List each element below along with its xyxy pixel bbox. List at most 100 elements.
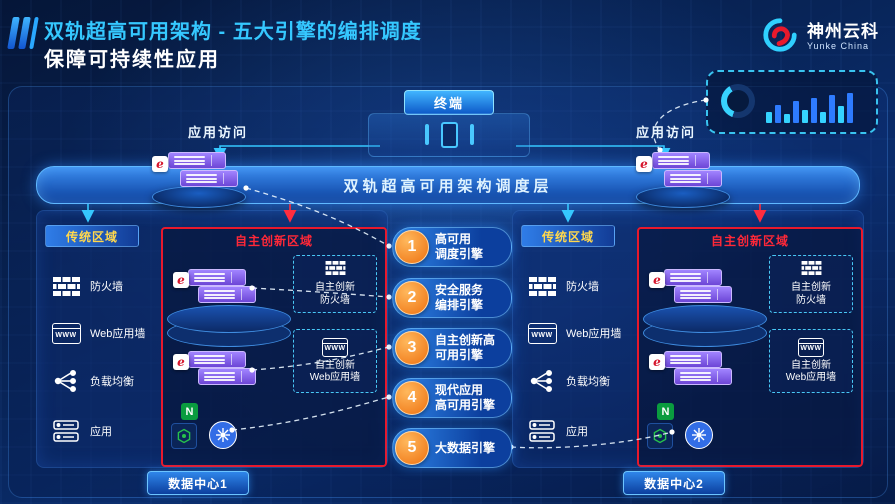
server-icon	[188, 269, 246, 286]
engine-label: 自主创新高 可用引擎	[435, 333, 496, 362]
server-icon	[664, 170, 722, 187]
zone-item-label: Web应用墙	[566, 328, 622, 340]
nginx-icon: N	[181, 403, 198, 420]
kubernetes-icon	[209, 421, 237, 449]
nginx-icon: N	[657, 403, 674, 420]
engine-4-pill: 4 现代应用 高可用引擎	[392, 378, 512, 418]
engine-label: 大数据引擎	[435, 440, 496, 455]
server-icon	[188, 351, 246, 368]
platform-disc	[636, 186, 730, 208]
platform-disc	[152, 186, 246, 208]
access-label-left: 应用访问	[188, 125, 249, 140]
server-icon	[198, 286, 256, 303]
zone-item-firewall: 防火墙	[527, 268, 599, 304]
adc-logo-badge: e	[649, 272, 665, 288]
server-icon	[664, 351, 722, 368]
innovation-box-label: 自主创新 防火墙	[791, 282, 831, 306]
zone-item-label: Web应用墙	[90, 328, 146, 340]
engine-5-pill: 5 大数据引擎	[392, 428, 512, 468]
platform-cylinder	[643, 305, 767, 347]
gauge-icon	[721, 84, 755, 118]
zone-item-waf: WWW Web应用墙	[51, 315, 145, 351]
server-icon	[674, 368, 732, 385]
brand-name: 神州云科	[807, 22, 879, 42]
innovation-server-group: e	[173, 351, 261, 393]
innovation-firewall-box: 自主创新 防火墙	[769, 255, 853, 313]
zone-item-label: 防火墙	[90, 281, 123, 293]
engine-label: 高可用 调度引擎	[435, 232, 484, 261]
phone-icon	[440, 122, 458, 148]
page-subtitle: 保障可持续性应用	[44, 49, 220, 71]
server-icon	[674, 286, 732, 303]
zone-item-label: 负载均衡	[566, 376, 610, 388]
monitor-bars	[766, 82, 866, 123]
server-icon	[198, 368, 256, 385]
brand-swirl-icon	[761, 16, 799, 59]
engine-number: 4	[395, 381, 429, 415]
adc-logo-badge: e	[173, 354, 189, 370]
traditional-zone-header: 传统区域	[521, 225, 615, 247]
engine-number: 2	[395, 281, 429, 315]
zone-item-waf: WWW Web应用墙	[527, 315, 621, 351]
innovation-waf-box: WWW 自主创新 Web应用墙	[293, 329, 377, 393]
terminal-label: 终端	[404, 90, 494, 115]
innovation-waf-box: WWW 自主创新 Web应用墙	[769, 329, 853, 393]
innovation-box-label: 自主创新 防火墙	[315, 282, 355, 306]
datacenter-2-label: 数据中心2	[623, 471, 725, 495]
brand-subname: Yunke China	[807, 40, 870, 51]
server-icon	[652, 152, 710, 169]
zone-item-loadbalancer: 负载均衡	[527, 363, 610, 399]
engine-number: 3	[395, 331, 429, 365]
datacenter-1-label: 数据中心1	[147, 471, 249, 495]
innovation-box-label: 自主创新 Web应用墙	[785, 359, 837, 384]
server-icon	[664, 269, 722, 286]
monitoring-panel	[706, 70, 878, 134]
traditional-zone-header: 传统区域	[45, 225, 139, 247]
circuit-chip-icon	[171, 423, 197, 449]
platform-cylinder	[167, 305, 291, 347]
circuit-chip-icon	[647, 423, 673, 449]
datacenter-1-panel: 传统区域 防火墙 WWW Web应用墙 负载均衡 应用 自主创新	[36, 210, 388, 495]
web-wall-icon: WWW	[51, 320, 81, 346]
zone-item-app: 应用	[527, 413, 588, 449]
server-icon	[180, 170, 238, 187]
innovation-zone: 自主创新区域 e e 自主创新 防火墙 WWW 自主创新 Web应用墙	[637, 227, 863, 467]
innovation-box-label: 自主创新 Web应用墙	[309, 359, 361, 384]
zone-item-label: 应用	[566, 426, 588, 438]
adc-logo-badge: e	[152, 156, 168, 172]
zone-item-label: 负载均衡	[90, 376, 134, 388]
innovation-zone-header: 自主创新区域	[234, 234, 313, 248]
zone-item-loadbalancer: 负载均衡	[51, 363, 134, 399]
datacenter-2-panel: 传统区域 防火墙 WWW Web应用墙 负载均衡 应用 自主创新	[512, 210, 864, 495]
engine-label: 现代应用 高可用引擎	[435, 383, 496, 412]
scheduler-cluster-left: e	[150, 150, 246, 208]
load-balance-icon	[527, 368, 557, 394]
firewall-brick-icon	[325, 260, 346, 280]
firewall-brick-icon	[527, 273, 557, 299]
title-deco-bars	[7, 17, 39, 49]
engine-number: 5	[395, 431, 429, 465]
innovation-zone: 自主创新区域 e e 自主创新 防火墙 WWW 自主创新 Web应用墙	[161, 227, 387, 467]
engine-1-pill: 1 高可用 调度引擎	[392, 227, 512, 267]
innovation-server-group: e	[649, 351, 737, 393]
engine-2-pill: 2 安全服务 编排引擎	[392, 278, 512, 318]
access-label-right: 应用访问	[636, 125, 697, 140]
web-wall-icon: WWW	[798, 337, 824, 357]
adc-logo-badge: e	[173, 272, 189, 288]
innovation-server-group: e	[649, 269, 737, 311]
app-stack-icon	[527, 418, 557, 444]
scheduler-cluster-right: e	[634, 150, 730, 208]
firewall-brick-icon	[51, 273, 81, 299]
kubernetes-icon	[685, 421, 713, 449]
engine-number: 1	[395, 230, 429, 264]
zone-item-firewall: 防火墙	[51, 268, 123, 304]
zone-item-label: 防火墙	[566, 281, 599, 293]
web-wall-icon: WWW	[322, 337, 348, 357]
load-balance-icon	[51, 368, 81, 394]
brand-logo: 神州云科 Yunke China	[761, 16, 879, 59]
app-stack-icon	[51, 418, 81, 444]
zone-item-app: 应用	[51, 413, 112, 449]
engine-label: 安全服务 编排引擎	[435, 283, 484, 312]
innovation-firewall-box: 自主创新 防火墙	[293, 255, 377, 313]
